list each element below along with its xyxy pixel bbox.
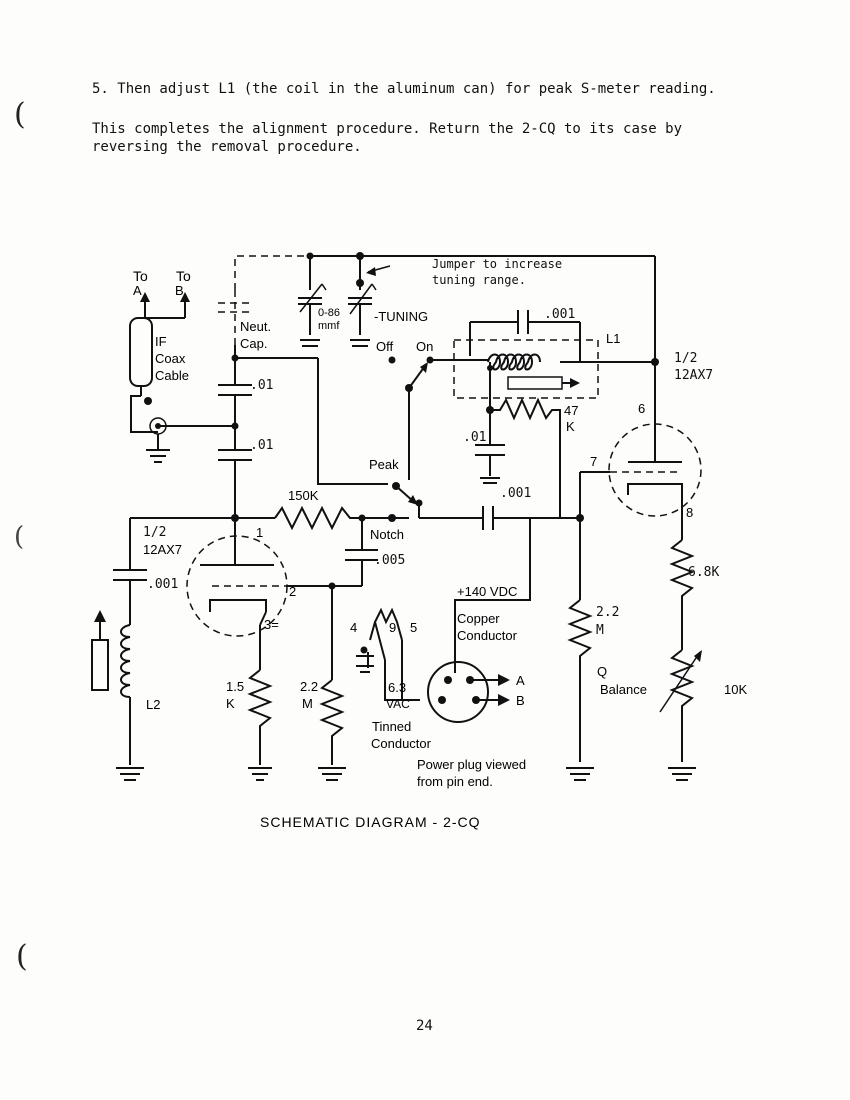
cap-range-label: 0-86 (318, 307, 341, 319)
if-coax-label-3: Cable (155, 368, 189, 383)
binder-mark-bottom: ( (16, 939, 28, 974)
r10k-label: 10K (724, 682, 748, 697)
left-tube-label-1: 1/2 (143, 525, 167, 540)
r22m-right-label-2: M (596, 623, 604, 638)
r15k-label-2: K (226, 696, 235, 711)
r68k-label: 6.8K (688, 565, 720, 580)
peak-label: Peak (369, 457, 399, 472)
b-label: B (175, 283, 184, 298)
cap-01-label-b: .01 (250, 438, 274, 453)
cap-005-label: .005 (374, 553, 406, 568)
on-label: On (416, 339, 434, 354)
if-coax-label-1: IF (155, 334, 167, 349)
page-number: 24 (416, 1018, 433, 1034)
q-balance-label-2: Balance (600, 682, 647, 697)
off-label: Off (376, 339, 394, 354)
binder-mark-top: ( (14, 97, 26, 132)
jumper-note-2: tuning range. (432, 273, 526, 287)
plug-pin-4-label: 4 (350, 620, 358, 635)
to-a-label: To (133, 268, 148, 284)
heater-voltage-label-1: 6.3 (388, 680, 407, 695)
step-5-text: 5. Then adjust L1 (the coil in the alumi… (92, 81, 716, 97)
neut-cap-label-2: Cap. (240, 336, 268, 351)
cap-01-label-c: .01 (463, 430, 487, 445)
pin-2-label: 2 (289, 584, 297, 599)
plug-note-2: from pin end. (417, 774, 493, 789)
neut-cap-label-1: Neut. (240, 319, 272, 334)
copper-conductor-label-1: Copper (457, 611, 500, 626)
a-label: A (133, 283, 142, 298)
r15k-label-1: 1.5 (226, 679, 245, 694)
plug-b-label: B (516, 693, 525, 708)
plug-pin-9-label: 9 (389, 620, 397, 635)
l2-label: L2 (146, 697, 161, 712)
pin-6-label: 6 (638, 401, 646, 416)
jumper-note-1: Jumper to increase (432, 257, 563, 271)
pin-1-label: 1 (256, 525, 264, 540)
q-balance-label-1: Q (597, 664, 608, 679)
tuning-label: -TUNING (374, 309, 429, 324)
right-tube-label-1: 1/2 (674, 351, 698, 366)
binder-mark-middle: ( (14, 522, 25, 552)
tinned-conductor-label-2: Conductor (371, 736, 431, 751)
pin-8-label: 8 (686, 505, 694, 520)
copper-conductor-label-2: Conductor (457, 628, 517, 643)
paragraph-line-1: This completes the alignment procedure. … (92, 121, 683, 137)
cap-001-left-label: .001 (147, 577, 179, 592)
pin-3-label: 3= (264, 617, 279, 632)
cap-001-mid-label: .001 (500, 486, 532, 501)
cap-001-top-label: .001 (544, 307, 576, 322)
r22m-left-label-1: 2.2 (300, 679, 319, 694)
if-coax-label-2: Coax (155, 351, 186, 366)
cap-unit-label: mmf (318, 320, 340, 332)
right-tube-label-2: 12AX7 (674, 368, 714, 383)
pin-7-label: 7 (590, 454, 598, 469)
r22m-right-label-1: 2.2 (596, 605, 620, 620)
cap-01-label-a: .01 (250, 378, 274, 393)
heater-voltage-label-2: VAC (386, 697, 410, 711)
plug-note-1: Power plug viewed (417, 757, 527, 772)
l1-label: L1 (606, 331, 621, 346)
plug-a-label: A (516, 673, 525, 688)
r47k-label-1: 47 (564, 403, 579, 418)
to-b-label: To (176, 268, 191, 284)
r150k-label: 150K (288, 488, 319, 503)
tinned-conductor-label-1: Tinned (372, 719, 412, 734)
schematic-caption: SCHEMATIC DIAGRAM - 2-CQ (260, 814, 481, 830)
b-plus-label: +140 VDC (457, 584, 518, 599)
r22m-left-label-2: M (302, 696, 313, 711)
paragraph-line-2: reversing the removal procedure. (92, 139, 362, 155)
r47k-label-2: K (566, 419, 575, 434)
notch-label: Notch (370, 527, 404, 542)
plug-pin-5-label: 5 (410, 620, 418, 635)
left-tube-label-2: 12AX7 (143, 542, 183, 557)
